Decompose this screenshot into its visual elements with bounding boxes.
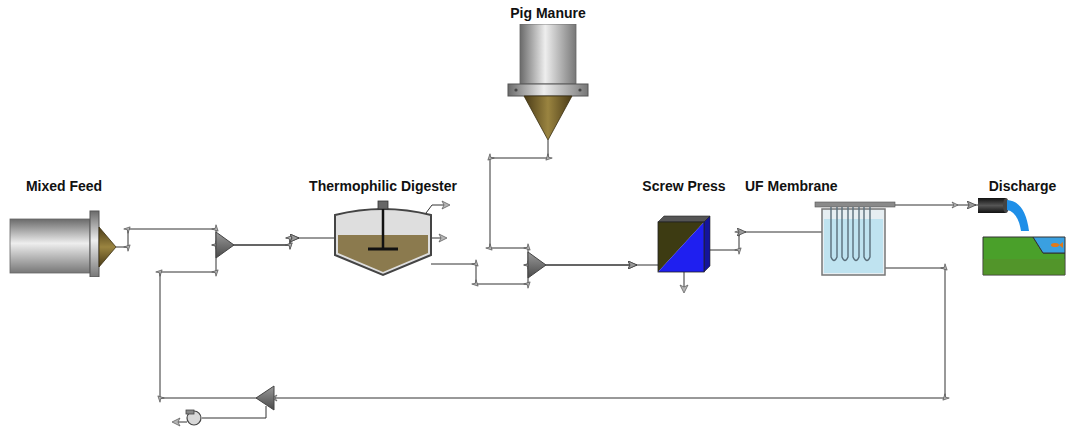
flow-line xyxy=(732,232,745,250)
equipment-icon xyxy=(498,24,598,148)
equipment-label: Screw Press xyxy=(642,177,725,195)
equipment-label: Pig Manure xyxy=(510,4,585,22)
discharge-node: Discharge xyxy=(975,177,1070,277)
flow-line xyxy=(490,148,636,265)
flow-line xyxy=(120,229,298,247)
feed-pipe-node: Mixed Feed xyxy=(8,177,120,277)
label-row: Mixed Feed xyxy=(8,177,120,195)
equipment-icon xyxy=(745,197,935,277)
equipment-icon xyxy=(298,197,468,277)
screw-press-node: Screw Press xyxy=(636,177,732,297)
label-row: UF Membrane xyxy=(745,177,935,195)
equipment-icon xyxy=(636,197,732,297)
equipment-icon xyxy=(975,197,1070,277)
pump-line xyxy=(202,406,266,418)
feed-pipe-node: Pig Manure xyxy=(498,4,598,148)
label-row: Screw Press xyxy=(636,177,732,195)
equipment-label: Mixed Feed xyxy=(26,177,102,195)
equipment-label: Thermophilic Digester xyxy=(309,177,457,195)
membrane-node: UF Membrane xyxy=(745,177,935,277)
splitter-symbol xyxy=(256,386,274,410)
equipment-label: Discharge xyxy=(989,177,1057,195)
mixer-symbol xyxy=(216,232,234,258)
label-row: Discharge xyxy=(975,177,1070,195)
label-row: Thermophilic Digester xyxy=(298,177,468,195)
label-row: Pig Manure xyxy=(498,4,598,22)
pump-symbol xyxy=(186,410,194,414)
pump-arrow xyxy=(172,418,180,426)
flow-line xyxy=(468,264,636,284)
flow-line xyxy=(935,205,975,206)
equipment-icon xyxy=(8,197,120,277)
digester-node: Thermophilic Digester xyxy=(298,177,468,277)
equipment-label: UF Membrane xyxy=(745,177,838,195)
pump-symbol xyxy=(187,411,201,425)
mixer-symbol xyxy=(528,252,546,278)
